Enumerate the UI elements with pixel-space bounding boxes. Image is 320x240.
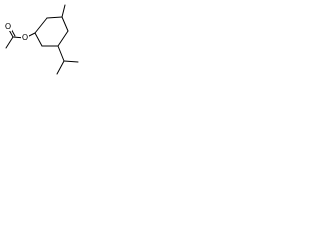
bond-ring-1-2 — [34, 17, 48, 34]
bond-ring-2-3 — [46, 16, 63, 19]
bond-ring-4-5 — [57, 30, 69, 47]
atom-label-carbonyl-o: O — [5, 22, 11, 31]
atom-label-ester-o: O — [22, 33, 28, 42]
molecule-diagram: O O — [0, 0, 83, 86]
molecule-structure: O O — [4, 4, 79, 75]
bond-ring-3-4 — [61, 16, 69, 32]
atom-ester-oxygen: O — [21, 33, 29, 42]
bond-methyl-carbonyl — [5, 36, 14, 49]
bond-isopropyl-methyl-a — [56, 60, 65, 75]
bond-isopropyl-methyl-b — [63, 60, 79, 63]
atom-carbonyl-oxygen: O — [4, 22, 12, 31]
bond-ring-isopropyl — [57, 45, 65, 62]
bond-ring-methyl — [61, 4, 66, 18]
bond-ring-6-1 — [34, 32, 43, 47]
